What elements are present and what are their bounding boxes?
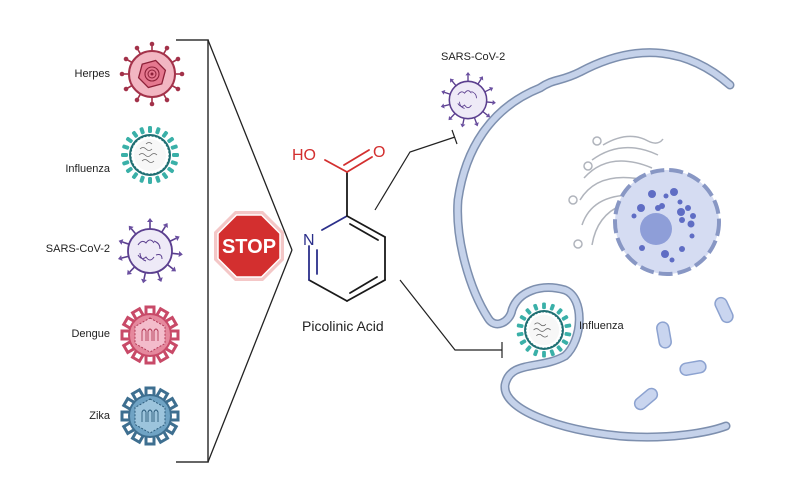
stop-sign-label: STOP xyxy=(222,236,276,258)
sars-cov-2-attached-icon xyxy=(439,71,497,129)
oxygen-label: O xyxy=(373,144,385,161)
stop-sign-icon: STOP xyxy=(214,211,284,281)
dengue-virus-icon xyxy=(120,305,180,365)
cell-membrane xyxy=(453,48,735,442)
picolinic-acid-structure: HO O N xyxy=(292,144,386,302)
virus-label-herpes: Herpes xyxy=(74,68,110,80)
nucleus-icon xyxy=(613,168,721,276)
virus-label-zika: Zika xyxy=(89,410,110,422)
virus-label-influenza: Influenza xyxy=(65,163,110,175)
inhibition-arrow-influenza xyxy=(399,279,503,358)
herpes-virus-icon xyxy=(118,40,186,108)
mitochondria-icon xyxy=(633,296,734,411)
bracket xyxy=(176,39,293,463)
zika-virus-icon xyxy=(120,386,180,446)
hydroxyl-label: HO xyxy=(292,147,316,164)
cell-virus-label-influenza: Influenza xyxy=(579,320,624,332)
sars-cov-2-virus-icon xyxy=(116,217,184,285)
influenza-endocytosed-icon xyxy=(516,302,572,358)
nitrogen-label: N xyxy=(303,232,315,249)
virus-label-sars-cov-2: SARS-CoV-2 xyxy=(45,243,110,255)
virus-label-dengue: Dengue xyxy=(71,328,110,340)
cell-virus-label-sars-cov-2: SARS-CoV-2 xyxy=(441,51,506,63)
influenza-virus-icon xyxy=(121,126,179,184)
molecule-name: Picolinic Acid xyxy=(302,318,384,334)
inhibition-arrow-sars xyxy=(374,129,458,211)
